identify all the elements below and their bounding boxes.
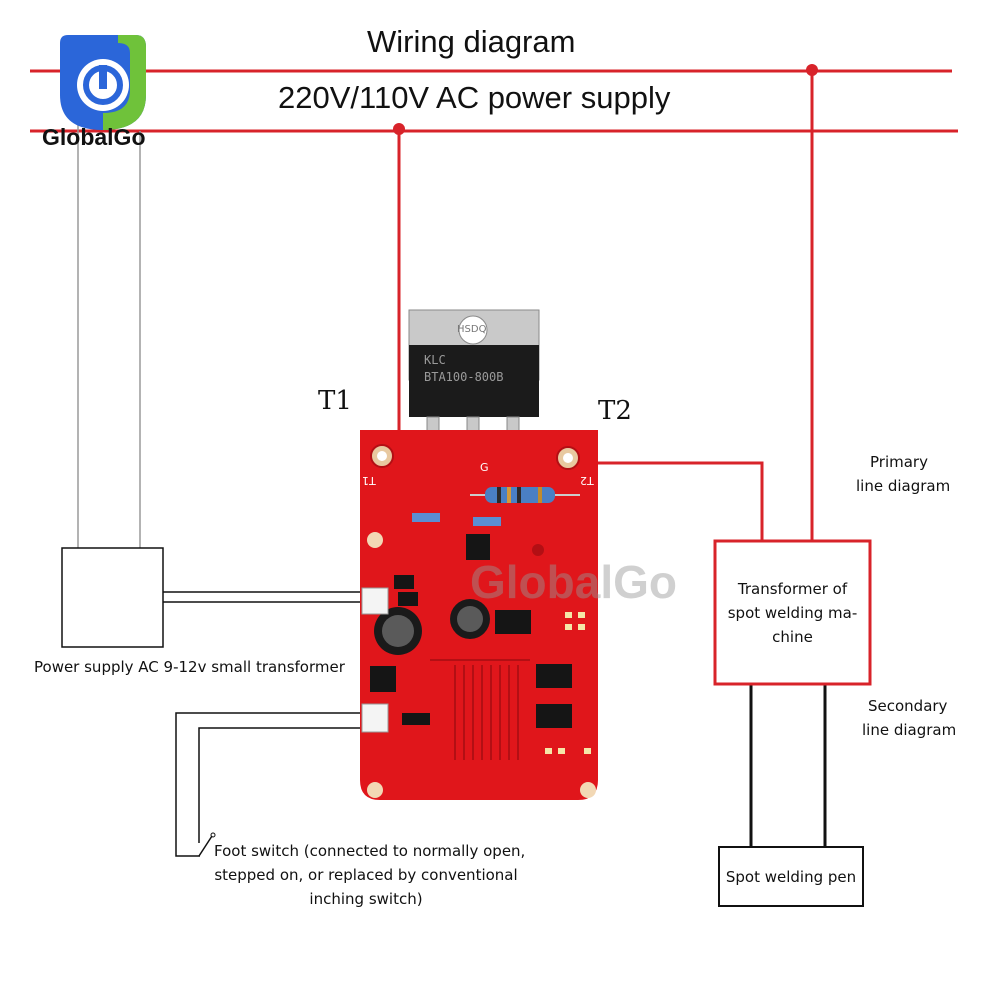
terminal-t1-label: T1 bbox=[318, 386, 352, 416]
foot-switch-wire-outer bbox=[175, 712, 360, 857]
welding-transformer-line1: Transformer of bbox=[737, 579, 848, 598]
foot-switch-line2: stepped on, or replaced by conventional bbox=[214, 866, 518, 884]
brand-watermark: GlobalGo bbox=[470, 556, 677, 608]
welding-pen-box bbox=[718, 846, 864, 907]
t2-wire bbox=[578, 461, 764, 541]
secondary-label-line2: line diagram bbox=[862, 721, 957, 739]
supply-label: 220V/110V AC power supply bbox=[278, 80, 671, 115]
pcb-silk-t1: T1 bbox=[362, 474, 376, 487]
welding-transformer-box bbox=[713, 539, 872, 686]
foot-switch-contact bbox=[198, 835, 213, 857]
welding-transformer-line3: chine bbox=[772, 627, 813, 646]
small-transformer-label: Power supply AC 9-12v small transformer bbox=[34, 658, 345, 676]
secondary-label-line1: Secondary bbox=[868, 697, 948, 715]
foot-switch-terminal bbox=[210, 832, 216, 838]
pcb-silk-t2: T2 bbox=[580, 474, 594, 487]
pcb-pin-mark: G bbox=[480, 461, 489, 474]
thyristor-marking-2: KLC bbox=[424, 353, 446, 367]
brand-name: GlobalGo bbox=[42, 124, 146, 150]
primary-label-line2: line diagram bbox=[856, 477, 951, 495]
foot-switch-label: Foot switch (connected to normally open,… bbox=[214, 839, 526, 911]
diagram-title: Wiring diagram bbox=[367, 24, 576, 59]
welding-transformer-label: Transformer of spot welding ma- chine bbox=[715, 541, 870, 684]
primary-label-line1: Primary bbox=[870, 453, 928, 471]
welding-pen-label: Spot welding pen bbox=[725, 867, 857, 886]
terminal-t2-label: T2 bbox=[598, 396, 632, 426]
foot-switch-line3: inching switch) bbox=[309, 890, 423, 908]
foot-switch-line1: Foot switch (connected to normally open, bbox=[214, 842, 526, 860]
foot-switch-wire-inner bbox=[198, 727, 360, 843]
welding-transformer-line2: spot welding ma- bbox=[727, 603, 858, 622]
small-transformer-box bbox=[61, 547, 164, 648]
junction-dot-center bbox=[393, 123, 405, 135]
thyristor-marking-1: HSDQ bbox=[457, 324, 487, 335]
globalgo-logo-mark bbox=[60, 35, 146, 130]
thyristor-marking-3: BTA100-800B bbox=[424, 370, 504, 384]
control-board bbox=[360, 430, 598, 800]
